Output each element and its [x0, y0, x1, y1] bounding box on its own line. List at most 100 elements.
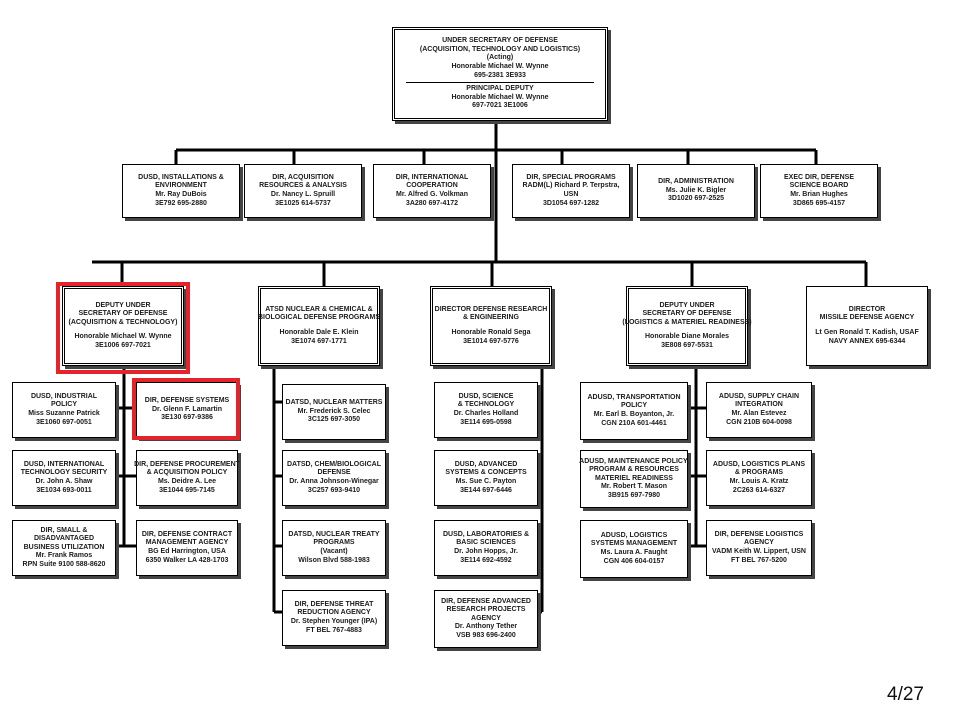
- dir-defense-procurement-text: DIR, DEFENSE PROCUREMENT: [134, 460, 240, 468]
- adusd-maintenance-policy-text: PROGRAM & RESOURCES: [589, 466, 679, 474]
- dusd-installations-environment-text: 3E792 695-2880: [155, 199, 207, 207]
- dir-international-cooperation-text: COOPERATION: [406, 182, 458, 190]
- atsd-nuclear-chemical-biological-text: ATSD NUCLEAR & CHEMICAL &: [265, 305, 373, 313]
- dusd-science-technology-text: DUSD, SCIENCE: [458, 392, 514, 400]
- highlight-deputy-under-secretary-at: [56, 282, 190, 374]
- under-secretary-text: UNDER SECRETARY OF DEFENSE: [442, 37, 558, 45]
- deputy-under-secretary-at-text: SECRETARY OF DEFENSE: [78, 310, 168, 318]
- adusd-logistics-plans-programs-text: 2C263 614-6327: [732, 486, 786, 494]
- director-missile-defense-agency-text: Lt Gen Ronald T. Kadish, USAF: [815, 329, 919, 336]
- dir-defense-contract-management-text: MANAGEMENT AGENCY: [145, 539, 229, 547]
- dir-small-disadvantaged-business-text: DISADVANTAGED: [33, 535, 95, 543]
- datsd-chem-biological-defense-text: Dr. Anna Johnson-Winegar: [289, 478, 379, 485]
- dir-acquisition-resources-analysis-text: Dr. Nancy L. Spruill: [270, 191, 336, 198]
- dir-special-programs-text: RADM(L) Richard P. Terpstra,: [522, 182, 620, 190]
- dir-defense-threat-reduction-text: DIR, DEFENSE THREAT: [294, 600, 374, 608]
- dir-darpa-text: DIR, DEFENSE ADVANCED: [441, 597, 531, 605]
- dir-special-programs-text: USN: [563, 191, 579, 198]
- adusd-logistics-systems-management-text: Ms. Laura A. Faught: [600, 549, 668, 556]
- under-secretary-text: 695-2381 3E933: [474, 71, 526, 79]
- dir-administration-text: DIR, ADMINISTRATION: [658, 178, 734, 186]
- dusd-installations-environment-text: DUSD, INSTALLATIONS &: [138, 173, 224, 181]
- atsd-nuclear-chemical-biological-box: ATSD NUCLEAR & CHEMICAL &BIOLOGICAL DEFE…: [258, 286, 380, 366]
- director-defense-research-engineering-text: & ENGINEERING: [462, 314, 519, 322]
- page-number: 4/27: [887, 684, 924, 705]
- dir-darpa-text: RESEARCH PROJECTS: [446, 606, 526, 614]
- adusd-supply-chain-integration-text: CGN 210B 604-0098: [726, 418, 792, 426]
- dir-defense-threat-reduction-text: Dr. Stephen Younger (IPA): [290, 618, 378, 625]
- datsd-nuclear-matters-text: 3C125 697-3050: [307, 416, 361, 424]
- datsd-nuclear-matters-text: Mr. Frederick S. Celec: [297, 407, 371, 415]
- under-secretary-text: Honorable Michael W. Wynne: [451, 62, 549, 70]
- adusd-transportation-policy-text: CGN 210A 601-4461: [601, 419, 667, 427]
- dir-defense-logistics-agency-text: AGENCY: [744, 539, 774, 547]
- adusd-transportation-policy-text: Mr. Earl B. Boyanton, Jr.: [593, 411, 675, 418]
- dir-defense-contract-management-text: DIR, DEFENSE CONTRACT: [141, 530, 233, 538]
- dir-defense-contract-management-text: BG Ed Harrington, USA: [148, 548, 226, 555]
- under-secretary-box: UNDER SECRETARY OF DEFENSE(ACQUISITION, …: [392, 27, 608, 121]
- dusd-laboratories-basic-sciences-text: Dr. John Hopps, Jr.: [454, 548, 518, 555]
- adusd-supply-chain-integration-text: ADUSD, SUPPLY CHAIN: [718, 392, 800, 400]
- adusd-maintenance-policy-text: MATERIEL READINESS: [595, 474, 673, 482]
- dusd-science-technology-text: 3E114 695-0598: [460, 418, 512, 426]
- dusd-science-technology-text: Dr. Charles Holland: [453, 410, 519, 417]
- atsd-nuclear-chemical-biological-text: 3E1074 697-1771: [291, 337, 347, 345]
- dir-defense-systems-text: Dr. Glenn F. Lamartin: [151, 405, 222, 413]
- dir-darpa-text: Dr. Anthony Tether: [454, 623, 518, 631]
- dir-defense-logistics-agency-text: DIR, DEFENSE LOGISTICS: [714, 530, 804, 538]
- director-defense-research-engineering-text: 3E1014 697-5776: [463, 337, 519, 345]
- dir-administration-text: Ms. Julie K. Bigler: [665, 186, 727, 194]
- under-secretary-text: (ACQUISITION, TECHNOLOGY AND LOGISTICS): [419, 45, 581, 53]
- datsd-nuclear-treaty-programs-text: DATSD, NUCLEAR TREATY: [288, 530, 380, 538]
- dir-special-programs-text: 3D1054 697-1282: [542, 199, 600, 207]
- dir-defense-threat-reduction-text: FT BEL 767-4883: [306, 626, 362, 634]
- deputy-under-secretary-lmr-text: SECRETARY OF DEFENSE: [642, 310, 732, 318]
- dir-acquisition-resources-analysis-text: DIR, ACQUISITION: [272, 173, 334, 181]
- dusd-laboratories-basic-sciences-text: 3E114 692-4592: [460, 556, 512, 564]
- dir-acquisition-resources-analysis-text: 3E1025 614-5737: [275, 199, 331, 207]
- director-missile-defense-agency-text: DIRECTOR: [848, 305, 886, 313]
- dusd-advanced-systems-concepts-text: SYSTEMS & CONCEPTS: [445, 469, 527, 477]
- director-defense-research-engineering-text: Honorable Ronald Sega: [451, 329, 531, 336]
- dir-defense-logistics-agency-text: VADM Keith W. Lippert, USN: [712, 548, 806, 555]
- adusd-maintenance-policy-text: Mr. Robert T. Mason: [600, 483, 668, 491]
- dusd-installations-environment-text: ENVIRONMENT: [155, 182, 207, 190]
- adusd-logistics-systems-management-text: ADUSD, LOGISTICS: [600, 531, 668, 539]
- dusd-advanced-systems-concepts-text: Ms. Sue C. Payton: [455, 478, 517, 485]
- deputy-under-secretary-at-text: DEPUTY UNDER: [95, 301, 151, 309]
- under-secretary-text: PRINCIPAL DEPUTY: [466, 85, 534, 93]
- dir-international-cooperation-text: 3A280 697-4172: [405, 199, 459, 207]
- adusd-logistics-systems-management-text: CGN 406 604-0157: [603, 557, 665, 565]
- dusd-advanced-systems-concepts-text: 3E144 697-6446: [460, 486, 512, 494]
- dir-defense-procurement-text: Ms. Deidre A. Lee: [157, 478, 217, 485]
- deputy-under-secretary-lmr-text: DEPUTY UNDER: [659, 301, 715, 309]
- dir-small-disadvantaged-business-text: RPN Suite 9100 588-8620: [22, 560, 106, 568]
- atsd-nuclear-chemical-biological-text: Honorable Dale E. Klein: [279, 329, 359, 336]
- adusd-maintenance-policy-box: ADUSD, MAINTENANCE POLICY,PROGRAM & RESO…: [579, 450, 689, 508]
- dusd-advanced-systems-concepts-text: DUSD, ADVANCED: [454, 460, 518, 468]
- adusd-transportation-policy-text: POLICY: [620, 402, 648, 410]
- dir-darpa-text: VSB 983 696-2400: [456, 631, 516, 639]
- dusd-international-technology-security-text: Dr. John A. Shaw: [35, 478, 93, 485]
- exec-dir-defense-science-board-text: Mr. Brian Hughes: [790, 191, 848, 198]
- dir-defense-systems-text: DIR, DEFENSE SYSTEMS: [144, 397, 230, 405]
- dir-small-disadvantaged-business-text: DIR, SMALL &: [40, 526, 88, 534]
- dir-international-cooperation-text: DIR, INTERNATIONAL: [395, 173, 469, 181]
- dir-defense-procurement-box: DIR, DEFENSE PROCUREMENT& ACQUISITION PO…: [134, 450, 240, 506]
